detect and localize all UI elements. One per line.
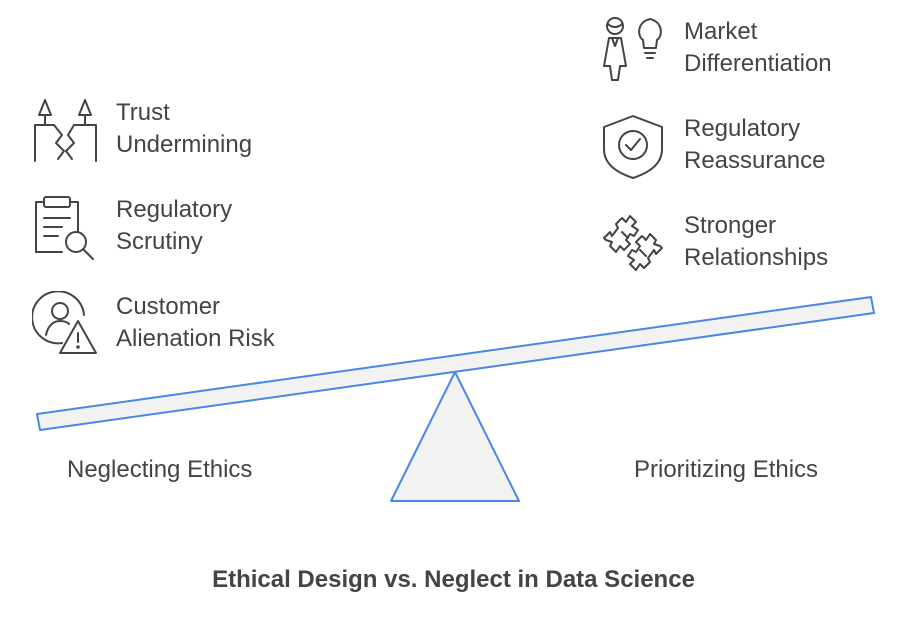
label-line-2: Undermining [116, 131, 253, 158]
left-item-regulatory-scrutiny: Regulatory Scrutiny [32, 194, 232, 260]
label-line-2: Alienation Risk [116, 325, 275, 352]
seesaw-plank [36, 296, 875, 431]
left-item-label: Trust Undermining [116, 97, 252, 161]
left-item-customer-alienation: Customer Alienation Risk [32, 291, 275, 357]
handshake-puzzle-icon [600, 210, 666, 276]
label-line-2: Differentiation [684, 50, 832, 77]
person-lightbulb-icon [600, 16, 666, 82]
left-item-label: Regulatory Scrutiny [116, 194, 232, 258]
left-side-label: Neglecting Ethics [67, 456, 253, 483]
left-item-trust-undermining: Trust Undermining [32, 97, 252, 163]
label-line-2: Scrutiny [116, 228, 203, 255]
label-line-1: Market [684, 18, 758, 45]
right-item-label: Stronger Relationships [684, 210, 828, 274]
right-item-stronger-relationships: Stronger Relationships [600, 210, 828, 276]
label-line-1: Customer [116, 293, 221, 320]
right-item-regulatory-reassurance: Regulatory Reassurance [600, 113, 825, 179]
label-line-1: Regulatory [116, 196, 233, 223]
shield-check-icon [600, 113, 666, 179]
user-warning-icon [32, 291, 98, 357]
label-line-1: Trust [116, 99, 170, 126]
right-item-label: Regulatory Reassurance [684, 113, 825, 177]
label-line-2: Reassurance [684, 147, 826, 174]
right-item-market-differentiation: Market Differentiation [600, 16, 832, 82]
clipboard-search-icon [32, 194, 98, 260]
label-line-1: Stronger [684, 212, 777, 239]
label-line-1: Regulatory [684, 115, 801, 142]
seesaw-fulcrum [390, 371, 520, 502]
right-item-label: Market Differentiation [684, 16, 832, 80]
broken-trees-icon [32, 97, 98, 163]
label-line-2: Relationships [684, 244, 829, 271]
right-side-label: Prioritizing Ethics [634, 456, 819, 483]
left-item-label: Customer Alienation Risk [116, 291, 275, 355]
diagram-title: Ethical Design vs. Neglect in Data Scien… [212, 566, 695, 593]
